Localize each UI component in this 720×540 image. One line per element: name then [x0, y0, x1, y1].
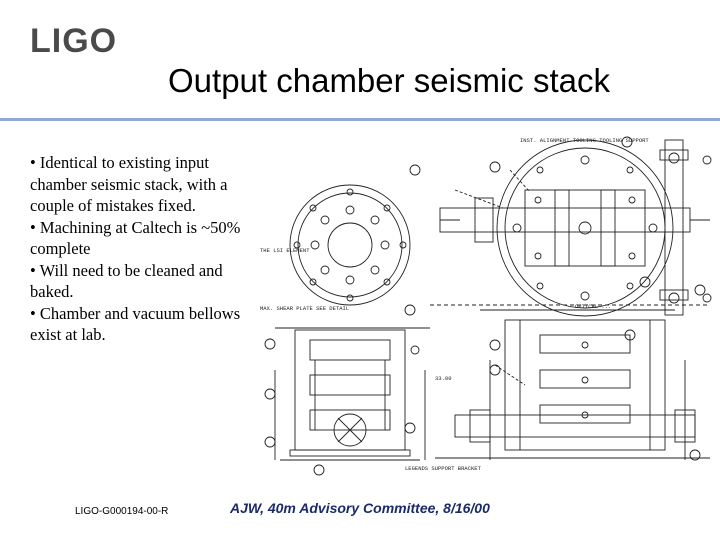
bullet-item: • Machining at Caltech is ~50% complete	[30, 217, 241, 259]
drawing-label-top-note: INST. ALIGNMENT TOOLING TOOLING SUPPORT	[520, 137, 649, 144]
bullet-list: • Identical to existing input chamber se…	[30, 152, 245, 346]
bullet-item: • Will need to be cleaned and baked.	[30, 260, 223, 302]
slide-title: Output chamber seismic stack	[168, 62, 610, 99]
stack-side-view-left	[264, 304, 430, 476]
drawing-label-bottom-note: LEGENDS SUPPORT BRACKET	[405, 465, 482, 472]
bullet-item: • Identical to existing input chamber se…	[30, 153, 228, 215]
drawing-label-element: THE LSI ELEMENT	[260, 247, 310, 254]
drawing-label-left-note: MAX. SHEAR PLATE SEE DETAIL	[260, 305, 349, 312]
document-id: LIGO-G000194-00-R	[75, 506, 169, 517]
ligo-logo: LIGO	[30, 22, 118, 60]
plate-top-view	[289, 184, 411, 306]
stack-top-view	[409, 136, 712, 317]
footer-credit: AJW, 40m Advisory Committee, 8/16/00	[230, 500, 490, 516]
drawing-label-dimension: 33.00	[435, 375, 452, 382]
title-divider	[0, 118, 720, 121]
bullet-item: • Chamber and vacuum bellows exist at la…	[30, 303, 241, 345]
stack-front-view	[435, 309, 710, 461]
seismic-stack-drawing: INST. ALIGNMENT TOOLING TOOLING SUPPORT …	[260, 136, 712, 476]
drawing-label-optical: OPTICAL ...	[575, 303, 611, 310]
